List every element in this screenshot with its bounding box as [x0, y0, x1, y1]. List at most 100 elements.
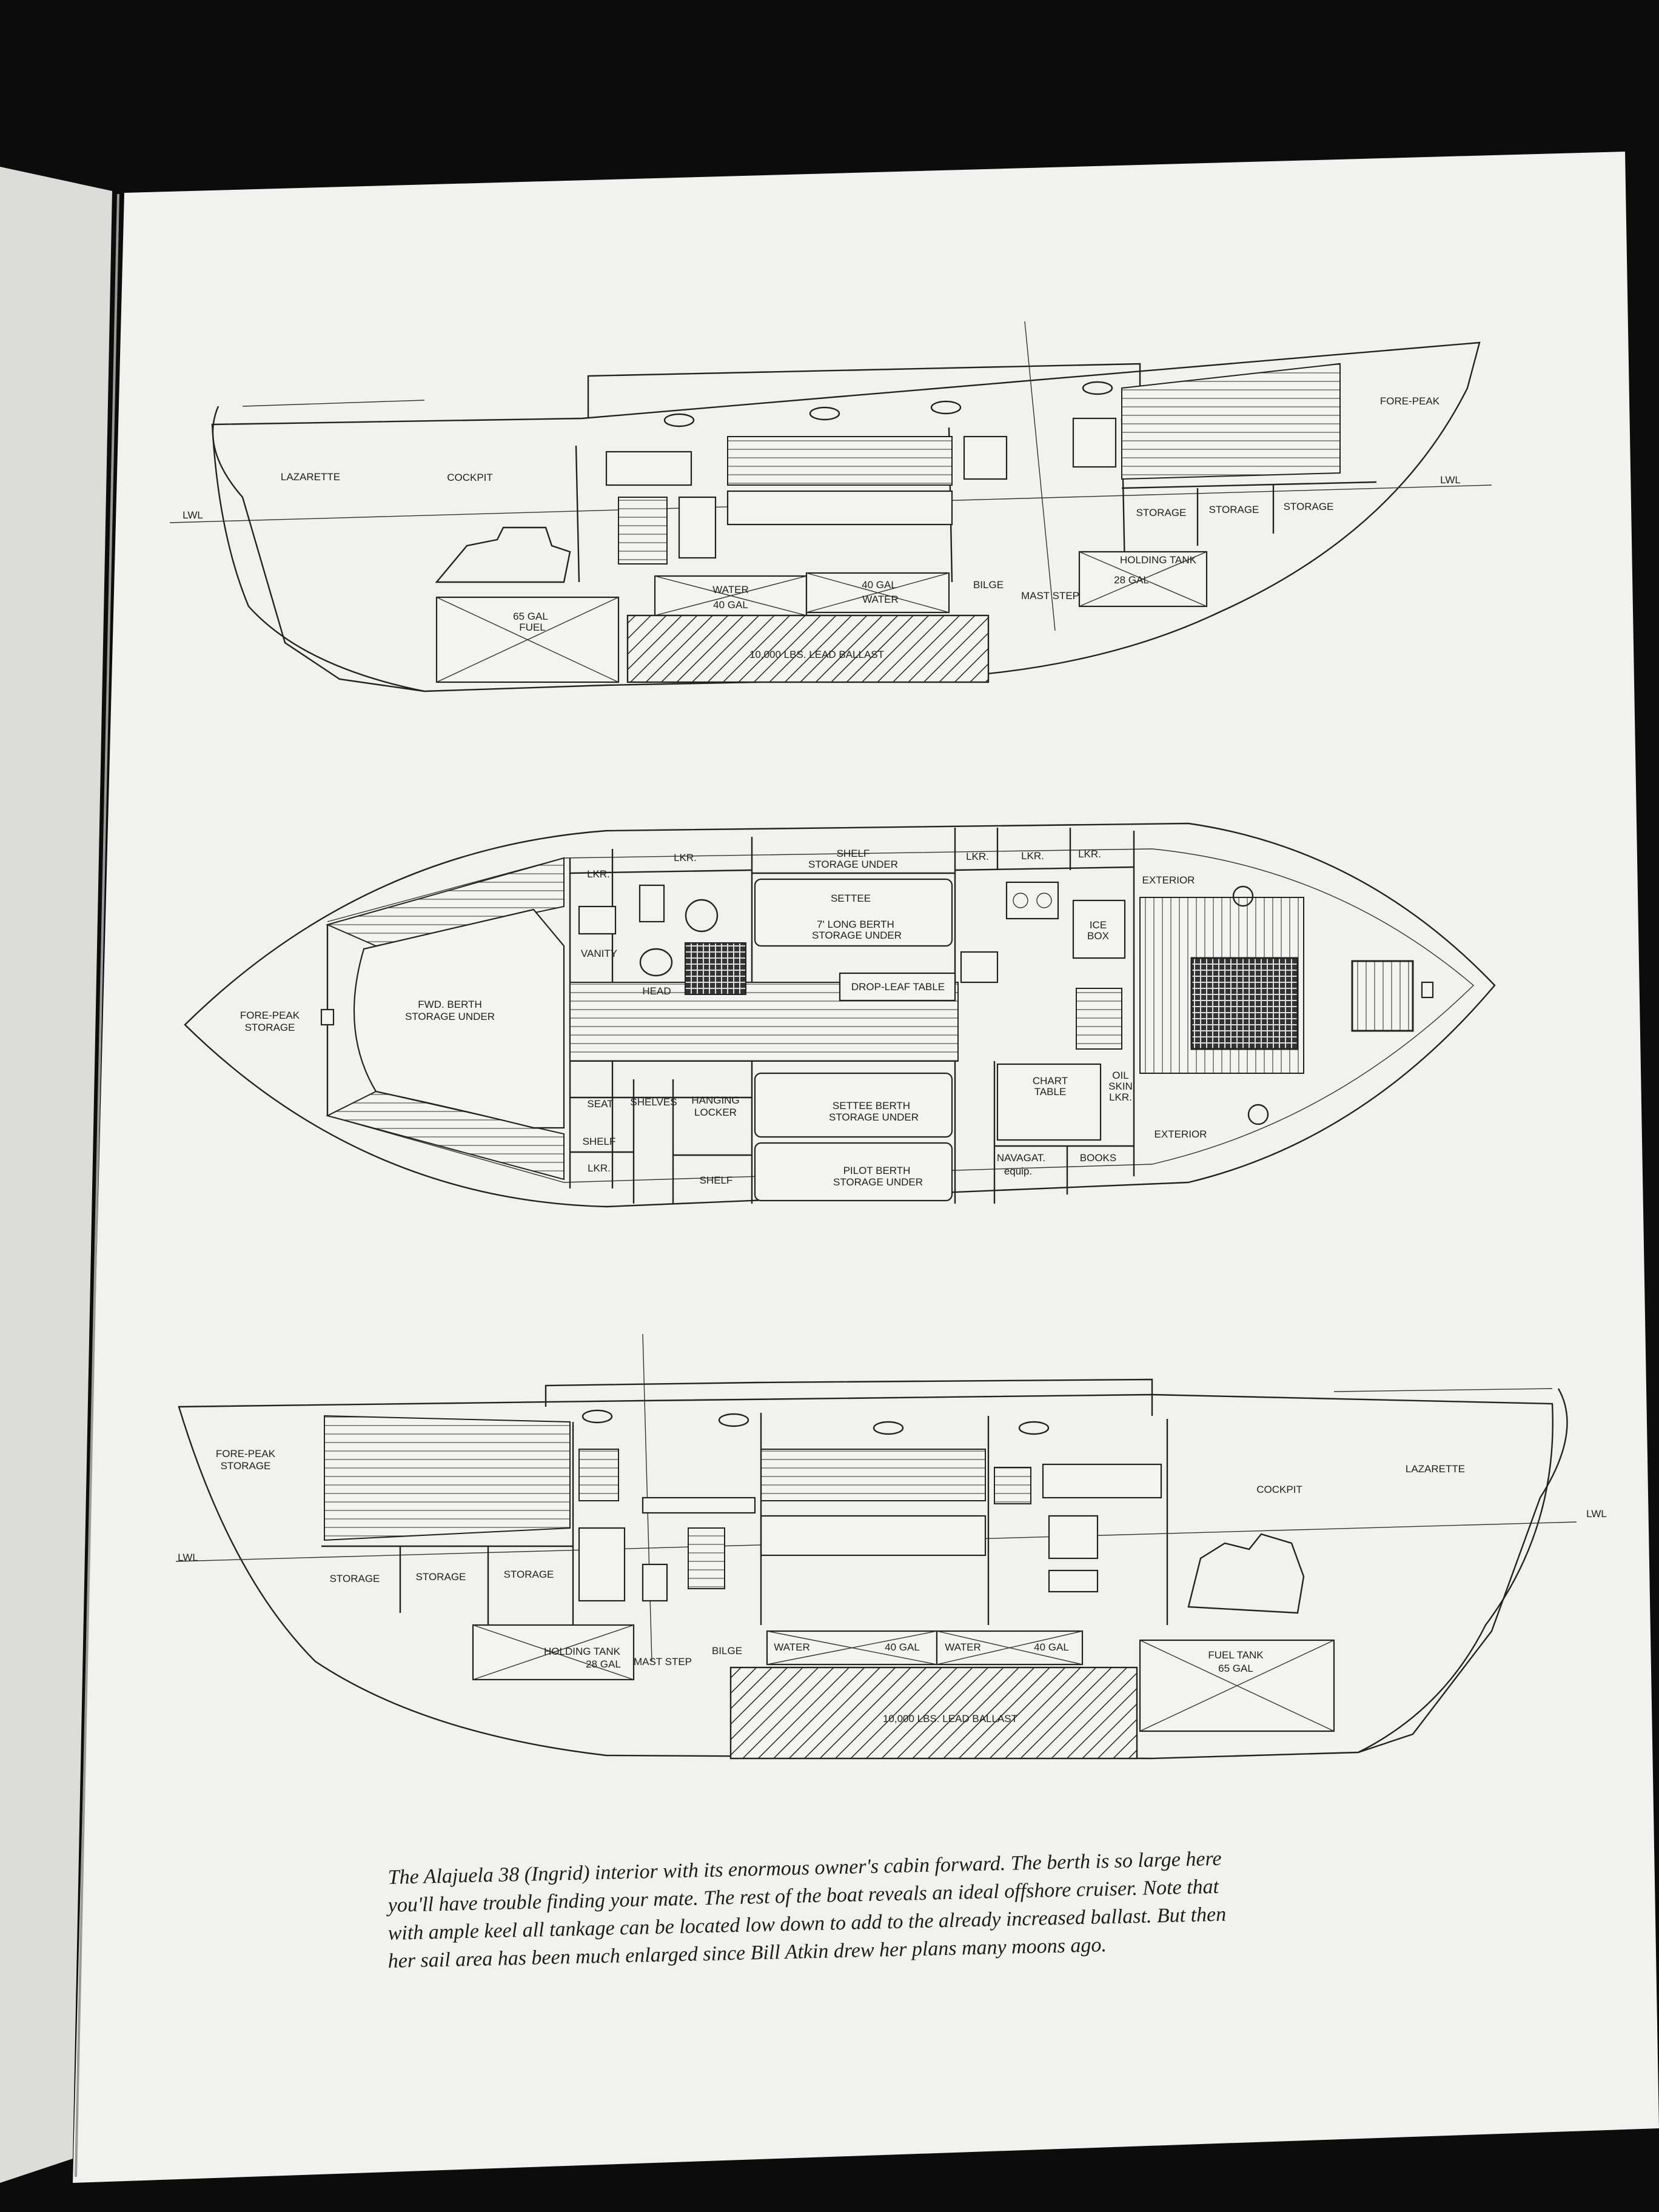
label-water-gal: 40 GAL — [713, 599, 748, 611]
porthole — [809, 406, 840, 421]
label-storage: STORAGE — [330, 1573, 380, 1584]
shelf-planking — [727, 436, 953, 486]
winch — [1247, 1104, 1269, 1125]
settee-profile — [726, 490, 953, 526]
label-lwl-right: LWL — [1586, 1508, 1607, 1520]
label-skin: SKIN — [1108, 1081, 1133, 1092]
label-settee-berth-storage: STORAGE UNDER — [829, 1111, 919, 1123]
tank-cross — [472, 1624, 634, 1680]
label-water: WATER — [862, 594, 899, 605]
shelf — [642, 1496, 756, 1514]
label-navagat: NAVAGAT. — [997, 1152, 1045, 1164]
label-locker: LOCKER — [694, 1107, 737, 1118]
label-oil-lkr: LKR. — [1109, 1091, 1132, 1103]
label-exterior: EXTERIOR — [1155, 1128, 1207, 1140]
label-storage: STORAGE — [504, 1569, 554, 1580]
door-louver — [688, 1527, 725, 1589]
label-pilot-berth: PILOT BERTH — [843, 1165, 911, 1176]
winch — [1232, 885, 1254, 907]
label-lkr: LKR. — [587, 868, 610, 880]
label-settee: SETTEE — [831, 893, 871, 904]
label-cockpit: COCKPIT — [1256, 1484, 1302, 1495]
fwd-planking-bottom — [326, 1090, 565, 1181]
label-fuel: FUEL — [519, 622, 545, 633]
label-ballast: 10,000 LBS. LEAD BALLAST — [883, 1713, 1017, 1724]
forward-hatch — [1351, 960, 1414, 1032]
tank-cross — [654, 575, 807, 616]
label-exterior: EXTERIOR — [1142, 874, 1195, 886]
label-lkr: LKR. — [674, 852, 697, 863]
label-shelf: SHELF — [583, 1136, 616, 1147]
ice-box — [1072, 899, 1126, 959]
label-holding-gal: 28 GAL — [1114, 574, 1149, 586]
label-long-berth-storage: STORAGE UNDER — [812, 930, 902, 941]
lead-ballast — [729, 1666, 1138, 1760]
left-page — [0, 167, 112, 2183]
label-fore-peak-storage: STORAGE — [245, 1022, 295, 1033]
label-ice: ICE — [1090, 919, 1107, 931]
label-fore-peak-storage: STORAGE — [221, 1460, 271, 1472]
cabinet — [605, 451, 692, 486]
porthole — [1018, 1421, 1050, 1435]
label-storage: STORAGE — [416, 1571, 466, 1583]
label-lwl-left: LWL — [183, 509, 203, 521]
fwd-berth — [353, 908, 565, 1129]
label-holding-tank: HOLDING TANK — [544, 1646, 621, 1657]
label-lazarette: LAZARETTE — [281, 471, 340, 483]
label-storage: STORAGE — [1136, 507, 1187, 518]
pilot-berth-cushion — [754, 1142, 953, 1202]
porthole — [718, 1413, 749, 1427]
door-louver — [618, 497, 668, 565]
label-fuel-tank: FUEL TANK — [1208, 1649, 1264, 1661]
label-equip: equip. — [1004, 1165, 1032, 1177]
porthole — [663, 413, 695, 427]
label-books: BOOKS — [1080, 1152, 1116, 1164]
hull-outline — [178, 1393, 1553, 1760]
tank-cross — [1139, 1640, 1335, 1732]
label-fore-peak: FORE-PEAK — [216, 1448, 276, 1460]
label-holding-tank: HOLDING TANK — [1120, 554, 1197, 566]
label-bilge: BILGE — [712, 1645, 742, 1657]
settee-cushion — [754, 878, 953, 947]
page-gutter-line — [75, 193, 119, 2177]
drop-leaf-table — [839, 972, 956, 1002]
fwd-planking-top — [326, 857, 565, 947]
label-oil: OIL — [1112, 1070, 1128, 1081]
rudder — [212, 406, 425, 692]
toilet — [639, 948, 673, 977]
galley-box — [963, 435, 1008, 480]
tank-cross — [936, 1631, 1083, 1665]
label-lkr: LKR. — [1021, 850, 1044, 862]
galley-box — [994, 1467, 1031, 1504]
drawers — [678, 496, 717, 559]
label-lkr: LKR. — [1078, 848, 1101, 860]
tank-cross — [766, 1631, 937, 1665]
plan-deck-inner — [327, 848, 1475, 1183]
head-box — [638, 884, 665, 923]
companionway-steps — [1076, 988, 1122, 1050]
main-hatch — [1190, 957, 1299, 1050]
label-lwl-right: LWL — [1440, 474, 1461, 486]
label-seat: SEAT — [587, 1098, 613, 1110]
label-lazarette: LAZARETTE — [1406, 1463, 1465, 1475]
label-water-gal: 40 GAL — [862, 579, 897, 591]
label-shelf-storage: STORAGE UNDER — [808, 859, 898, 870]
label-settee-berth: SETTEE BERTH — [833, 1100, 910, 1111]
label-pilot-berth-storage: STORAGE UNDER — [833, 1176, 923, 1188]
plan-hull-outline — [184, 822, 1496, 1208]
label-lkr: LKR. — [588, 1162, 611, 1174]
label-water-gal: 40 GAL — [1034, 1641, 1069, 1653]
label-shelf: SHELF — [700, 1175, 733, 1186]
label-lkr: LKR. — [966, 851, 989, 862]
burner — [1013, 893, 1028, 908]
label-shelves: SHELVES — [630, 1096, 677, 1108]
label-vanity: VANITY — [581, 948, 617, 959]
engine — [1187, 1533, 1305, 1614]
vent-box — [1421, 981, 1434, 999]
label-water: WATER — [774, 1641, 810, 1653]
galley-sink — [960, 951, 999, 984]
label-box: BOX — [1087, 930, 1109, 942]
divider — [569, 869, 752, 874]
burner — [1036, 893, 1052, 908]
storage-divider — [1121, 481, 1377, 489]
